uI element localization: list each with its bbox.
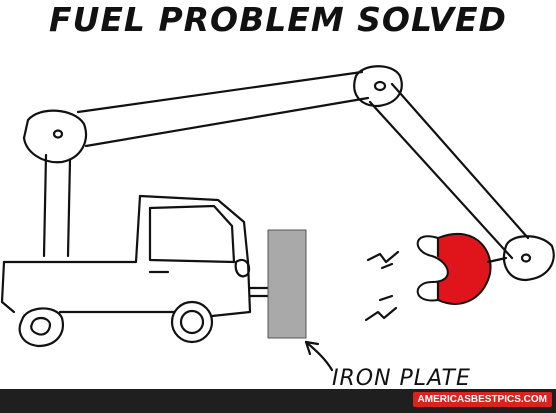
right-pivot-joint — [502, 235, 555, 282]
watermark-logo: AMERICASBESTPICS.COM — [412, 392, 552, 407]
magnetic-field-lines — [364, 250, 400, 322]
iron-plate-label: IRON PLATE — [332, 366, 471, 391]
watermark-bar: AMERICASBESTPICS.COM — [0, 389, 556, 413]
front-wheel — [170, 300, 214, 344]
top-pivot-joint — [353, 65, 403, 108]
iron-plate — [267, 229, 307, 339]
crane-mast — [42, 153, 72, 258]
meme-title: FUEL PROBLEM SOLVED — [49, 0, 507, 39]
crane-boom-lower — [368, 82, 530, 260]
horseshoe-magnet — [416, 232, 508, 305]
crane-boom-upper — [76, 70, 370, 148]
drawing-canvas — [0, 65, 555, 372]
rear-wheel — [18, 307, 64, 348]
label-arrow — [304, 340, 334, 372]
truck — [0, 194, 272, 318]
left-pivot-joint — [22, 109, 88, 164]
